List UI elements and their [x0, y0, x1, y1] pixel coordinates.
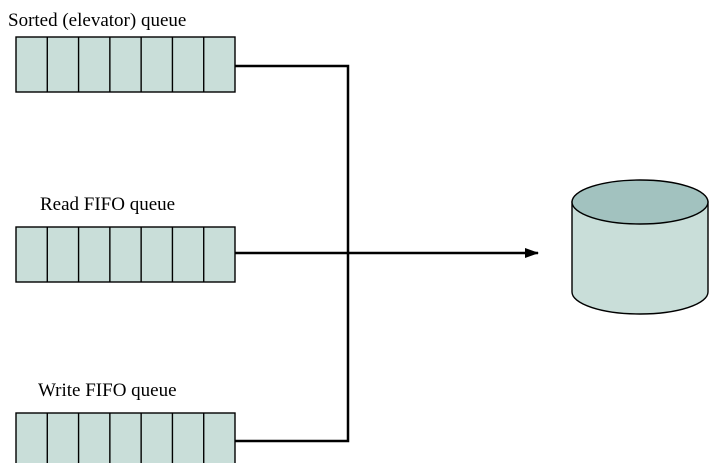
disk-side — [571, 201, 709, 315]
sorted-queue-label: Sorted (elevator) queue — [8, 10, 186, 31]
read-queue-slots — [15, 226, 236, 283]
disk-top — [571, 179, 709, 225]
queue-outline — [15, 36, 236, 93]
read-queue-label: Read FIFO queue — [40, 194, 175, 215]
cylinder-disk-icon — [571, 179, 709, 315]
queue-outline — [15, 412, 236, 463]
sorted-queue-slots — [15, 36, 236, 93]
connector-lines — [235, 64, 539, 443]
write-queue-label: Write FIFO queue — [38, 380, 177, 401]
write-queue-slots — [15, 412, 236, 463]
queue-outline — [15, 226, 236, 283]
write-fifo-queue: Write FIFO queue — [15, 380, 236, 463]
read-fifo-queue: Read FIFO queue — [15, 194, 236, 283]
sorted-elevator-queue: Sorted (elevator) queue — [8, 10, 236, 93]
